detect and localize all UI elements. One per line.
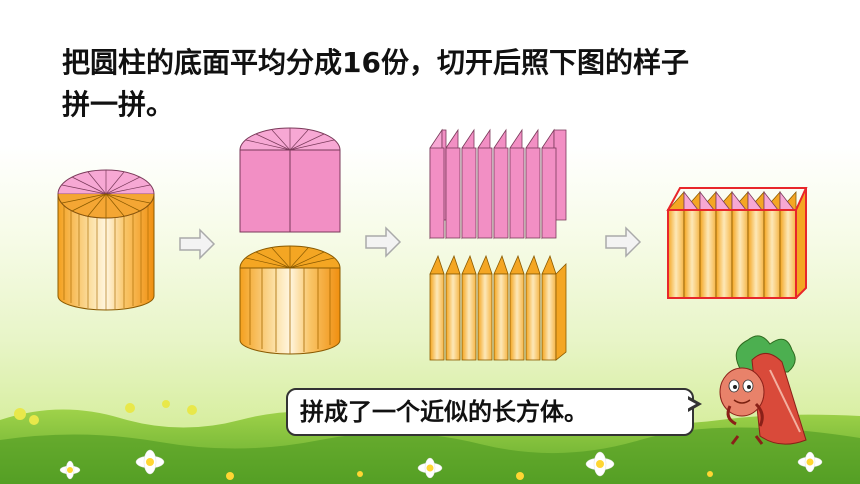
speech-bubble-tail-inner [687,399,696,409]
arrow-right-icon [605,226,642,258]
title-line-2: 拼一拼。 [62,88,175,121]
arrow-right-icon [365,226,402,258]
approx-cuboid [666,187,808,299]
radish-mascot [719,335,807,445]
slide-title: 把圆柱的底面平均分成16份，切开后照下图的样子 拼一拼。 [62,42,802,126]
speech-bubble [286,388,694,436]
orange-wedges-row [429,254,567,361]
pink-wedges-row [429,128,567,240]
cylinder-bottom-half [239,245,341,355]
title-line-1: 把圆柱的底面平均分成16份，切开后照下图的样子 [62,46,689,79]
cylinder-whole [57,169,155,311]
speech-bubble-text: 拼成了一个近似的长方体。 [300,398,588,426]
arrow-right-icon [179,228,216,260]
cylinder-top-half [239,127,341,233]
